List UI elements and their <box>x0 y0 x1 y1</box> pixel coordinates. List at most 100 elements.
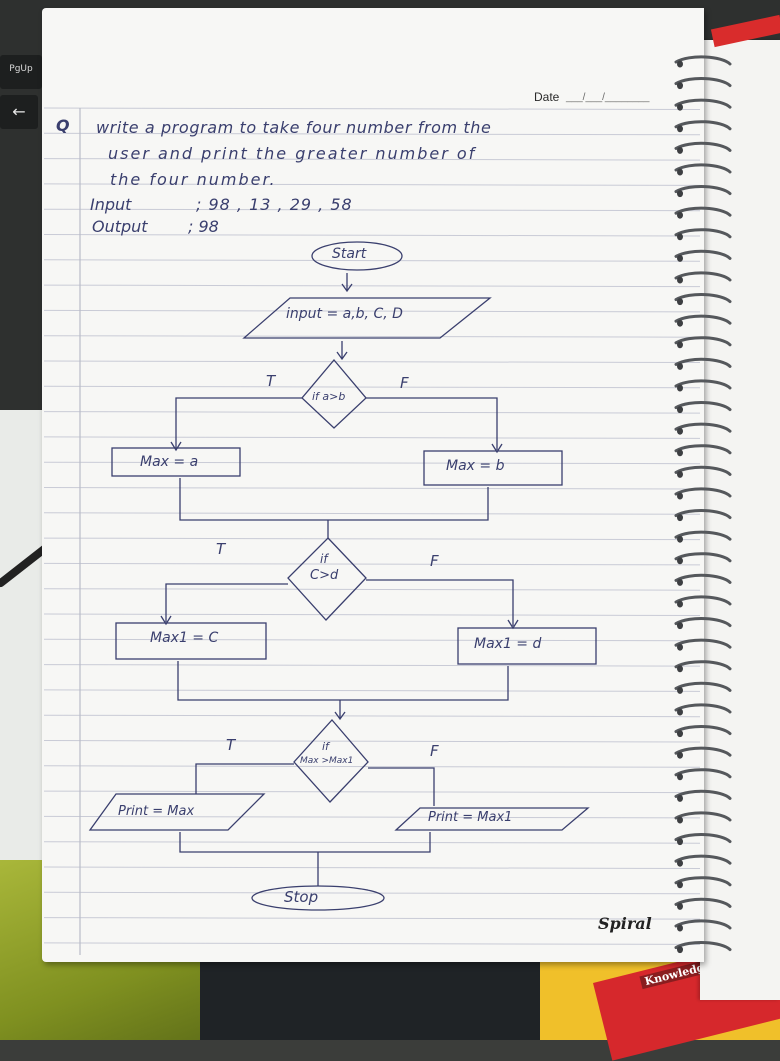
spiral-coil <box>674 314 732 325</box>
spiral-coil <box>674 746 732 757</box>
input-box-label: input = a,b, C, D <box>286 306 403 322</box>
spiral-hole <box>677 600 683 608</box>
pgup-key: PgUp <box>0 55 42 89</box>
branch-false-2 <box>366 579 514 626</box>
rule-line <box>43 512 701 515</box>
max1-c-label: Max1 = C <box>150 630 219 646</box>
spiral-hole <box>677 557 683 565</box>
spiral-hole <box>677 665 683 673</box>
branch-true-3 <box>195 763 294 794</box>
decision1-label: if a>b <box>312 390 346 403</box>
spiral-coil <box>674 141 732 152</box>
decision2-true-label: T <box>216 540 226 558</box>
spiral-hole <box>677 535 683 543</box>
decision-a-gt-b <box>301 358 367 429</box>
spiral-hole <box>677 406 683 414</box>
spiral-coil <box>674 919 732 930</box>
spiral-hole <box>677 902 683 910</box>
max-b-box <box>423 450 563 486</box>
spiral-hole <box>677 751 683 759</box>
rule-line <box>43 689 701 692</box>
spiral-coil <box>674 185 732 196</box>
rule-line <box>43 588 701 591</box>
spiral-hole <box>677 838 683 846</box>
spiral-coil <box>674 876 732 887</box>
spiral-coil <box>674 854 732 865</box>
rule-line <box>43 158 701 161</box>
spiral-coil <box>674 941 732 952</box>
rule-line <box>43 714 701 718</box>
spiral-hole <box>677 859 683 867</box>
rule-line <box>43 891 701 895</box>
print-max1-label: Print = Max1 <box>428 810 513 825</box>
notebook-page <box>42 8 704 962</box>
start-label: Start <box>332 246 367 262</box>
max-a-box <box>111 447 241 477</box>
spiral-hole <box>677 773 683 781</box>
rule-line <box>43 335 701 338</box>
input-label: Input <box>90 195 132 214</box>
arrowhead <box>160 615 172 626</box>
stop-label: Stop <box>284 888 319 906</box>
decision-max-gt-max1 <box>293 719 369 803</box>
spiral-hole <box>677 341 683 349</box>
spiral-coil <box>674 638 732 649</box>
print-max1-parallelogram <box>394 807 590 831</box>
spiral-coil <box>674 357 732 368</box>
spiral-hole <box>677 233 683 241</box>
spiral-hole <box>677 730 683 738</box>
decision3-true-label: T <box>226 736 236 754</box>
spiral-hole <box>677 449 683 457</box>
question-line-3: the four number. <box>110 170 277 189</box>
spiral-hole <box>677 211 683 219</box>
merge-3 <box>179 832 431 853</box>
spiral-hole <box>677 946 683 954</box>
question-line-2: user and print the greater number of <box>108 144 477 163</box>
spiral-coil <box>674 768 732 779</box>
spiral-coil <box>674 379 732 390</box>
rule-line <box>43 765 701 768</box>
ruled-lines <box>43 107 701 945</box>
rule-line <box>43 664 701 667</box>
spiral-coil <box>674 617 732 628</box>
arrowhead <box>170 441 182 452</box>
output-label: Output <box>92 217 148 236</box>
rule-line <box>43 740 701 743</box>
spiral-coil <box>674 271 732 282</box>
spiral-hole <box>677 708 683 716</box>
decision1-false-label: F <box>400 374 409 392</box>
decision3-label-line1: if <box>322 740 329 753</box>
rule-line <box>43 208 701 212</box>
rule-line <box>43 183 701 186</box>
spiral-coil <box>674 77 732 88</box>
arrowhead <box>336 351 348 361</box>
rule-line <box>43 790 701 794</box>
rule-line <box>43 436 701 439</box>
question-marker: Q <box>56 116 70 135</box>
rule-line <box>43 562 701 566</box>
input-values: ; 98 , 13 , 29 , 58 <box>196 195 353 214</box>
spiral-hole <box>677 82 683 90</box>
left-arrow-key: ← <box>0 95 38 129</box>
rule-line <box>43 411 701 414</box>
print-max-label: Print = Max <box>118 804 195 819</box>
rule-line <box>43 841 701 844</box>
branch-false-3 <box>368 767 435 806</box>
spiral-hole <box>677 319 683 327</box>
spiral-hole <box>677 125 683 133</box>
input-parallelogram <box>242 297 492 339</box>
spiral-coil <box>674 509 732 520</box>
spiral-hole <box>677 470 683 478</box>
spiral-coil <box>674 789 732 800</box>
branch-false-1 <box>366 397 498 450</box>
spiral-hole <box>677 643 683 651</box>
max-b-label: Max = b <box>446 458 505 474</box>
max-a-label: Max = a <box>140 454 199 470</box>
rule-line <box>43 309 701 313</box>
spiral-coil <box>674 530 732 541</box>
spiral-hole <box>677 298 683 306</box>
spiral-coil <box>674 206 732 217</box>
spiral-coil <box>674 336 732 347</box>
spiral-coil <box>674 401 732 412</box>
rule-line <box>43 613 701 616</box>
